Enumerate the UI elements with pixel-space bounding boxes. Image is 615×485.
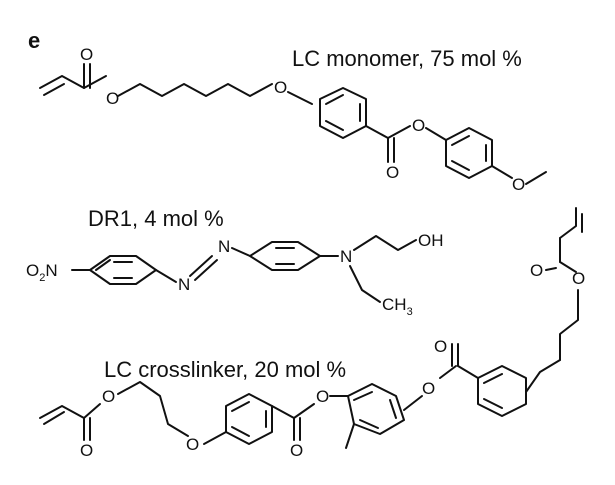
lc-monomer-structure: LC monomer, 75 mol % O O O O O O: [39, 45, 547, 194]
hydroxyl-group: OH: [418, 231, 444, 250]
ester-carbonyl-oxygen: O: [386, 163, 399, 182]
lc-crosslinker-structure: LC crosslinker, 20 mol % O O O O O: [39, 207, 585, 460]
azo-nitrogen-1: N: [178, 275, 190, 294]
upper-acrylate-carbonyl-oxygen: O: [530, 261, 543, 280]
left-ester-oxygen: O: [316, 387, 329, 406]
amine-nitrogen: N: [340, 247, 352, 266]
right-ester-oxygen: O: [422, 379, 435, 398]
ether-oxygen: O: [274, 78, 287, 97]
left-acrylate-carbonyl-oxygen: O: [80, 441, 93, 460]
dr1-label: DR1, 4 mol %: [88, 206, 224, 231]
ester-oxygen: O: [106, 89, 119, 108]
left-ether-oxygen: O: [186, 435, 199, 454]
dr1-structure: DR1, 4 mol % O2N N N N OH CH3: [26, 206, 444, 318]
ester-oxygen-2: O: [412, 116, 425, 135]
lc-monomer-label: LC monomer, 75 mol %: [292, 46, 522, 71]
left-acrylate-ester-oxygen: O: [102, 387, 115, 406]
methoxy-oxygen: O: [512, 175, 525, 194]
carbonyl-oxygen: O: [80, 45, 93, 64]
lc-crosslinker-label: LC crosslinker, 20 mol %: [104, 357, 346, 382]
left-ester-carbonyl-oxygen: O: [290, 441, 303, 460]
upper-acrylate-ester-oxygen: O: [572, 269, 585, 288]
right-ester-carbonyl-oxygen: O: [434, 337, 447, 356]
nitro-group: O2N: [26, 261, 58, 284]
methyl-group: CH3: [382, 295, 413, 318]
panel-letter: e: [28, 28, 40, 53]
azo-nitrogen-2: N: [218, 237, 230, 256]
